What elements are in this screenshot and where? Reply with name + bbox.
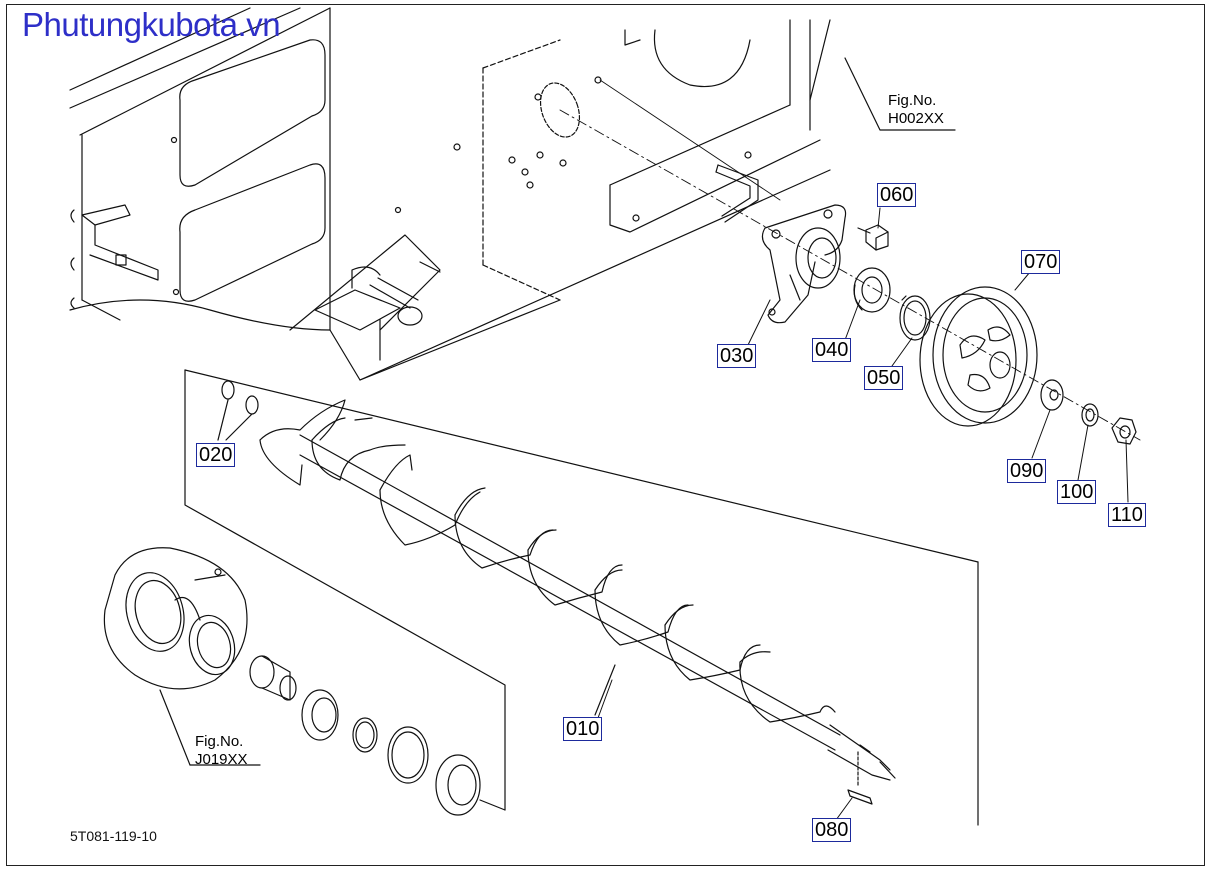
callout-030[interactable]: 030 — [717, 344, 757, 368]
bottom-bearing-parts — [249, 655, 481, 816]
callout-090[interactable]: 090 — [1007, 459, 1047, 483]
diagram-border — [6, 4, 1205, 866]
part-050-snap-ring — [899, 295, 931, 341]
part-010-auger — [259, 399, 896, 781]
fig-ref-code: J019XX — [195, 751, 248, 768]
fig-ref-underline-h002 — [844, 57, 956, 131]
fig-ref-leader-h002 — [809, 19, 831, 101]
callout-110[interactable]: 110 — [1108, 503, 1146, 527]
fig-ref-h002[interactable]: Fig.No. H002XX — [888, 92, 944, 128]
part-060-bolt — [857, 224, 889, 251]
callout-080[interactable]: 080 — [812, 818, 852, 842]
pin-axis-line — [599, 79, 781, 201]
callout-010[interactable]: 010 — [563, 717, 603, 741]
fig-ref-j019[interactable]: Fig.No. J019XX — [195, 733, 248, 769]
fig-ref-label: Fig.No. — [888, 92, 937, 109]
callout-050[interactable]: 050 — [864, 366, 904, 390]
part-040-ball-bearing — [853, 267, 891, 313]
callout-070[interactable]: 070 — [1021, 250, 1061, 274]
part-070-pulley — [919, 286, 1038, 427]
housing-panel-left — [69, 7, 402, 331]
callout-040[interactable]: 040 — [812, 338, 852, 362]
callout-100[interactable]: 100 — [1057, 480, 1097, 504]
frame-plate — [289, 19, 831, 381]
fig-ref-label: Fig.No. — [195, 733, 244, 750]
fig-ref-code: H002XX — [888, 110, 944, 127]
callout-060[interactable]: 060 — [877, 183, 917, 207]
callout-020[interactable]: 020 — [196, 443, 236, 467]
drawing-code: 5T081-119-10 — [70, 828, 157, 844]
part-030-bearing-flange — [761, 204, 847, 324]
callout-leaders — [597, 207, 1129, 821]
auger-detail-frame — [184, 369, 979, 826]
part-080-key — [847, 751, 873, 805]
j019-housing-detail — [103, 547, 261, 766]
part-020-o-rings — [217, 380, 259, 441]
part-100-lock-washer — [1081, 403, 1099, 427]
watermark-logo-text: Phutungkubota.vn — [22, 6, 281, 43]
part-090-washer — [1040, 379, 1064, 411]
part-110-nut — [1111, 417, 1137, 445]
